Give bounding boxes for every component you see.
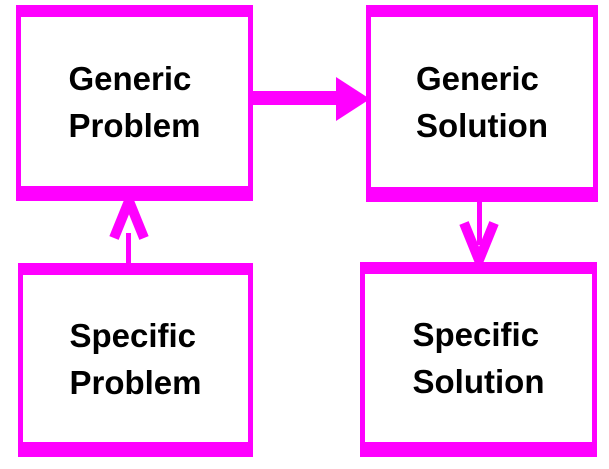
label-line-2: Problem (68, 106, 201, 144)
label-line-1: Generic (416, 60, 539, 97)
box-specific-solution-label: Specific Solution (413, 311, 545, 405)
box-specific-problem-label: Specific Problem (69, 312, 201, 406)
box-generic-problem: Generic Problem (16, 5, 253, 201)
box-generic-solution: Generic Solution (366, 5, 598, 202)
label-line-2: Problem (69, 363, 202, 401)
box-generic-problem-label: Generic Problem (68, 55, 200, 149)
up-arrow-icon (109, 187, 149, 264)
label-line-2: Solution (416, 107, 548, 144)
right-arrow-icon (253, 77, 370, 121)
label-line-1: Generic (68, 59, 192, 97)
box-generic-solution-label: Generic Solution (416, 55, 548, 149)
label-line-1: Specific (412, 316, 540, 353)
down-arrow-icon (459, 183, 499, 274)
label-line-1: Specific (69, 316, 197, 354)
box-specific-solution: Specific Solution (360, 262, 597, 457)
label-line-2: Solution (412, 363, 545, 400)
box-specific-problem: Specific Problem (18, 263, 253, 457)
